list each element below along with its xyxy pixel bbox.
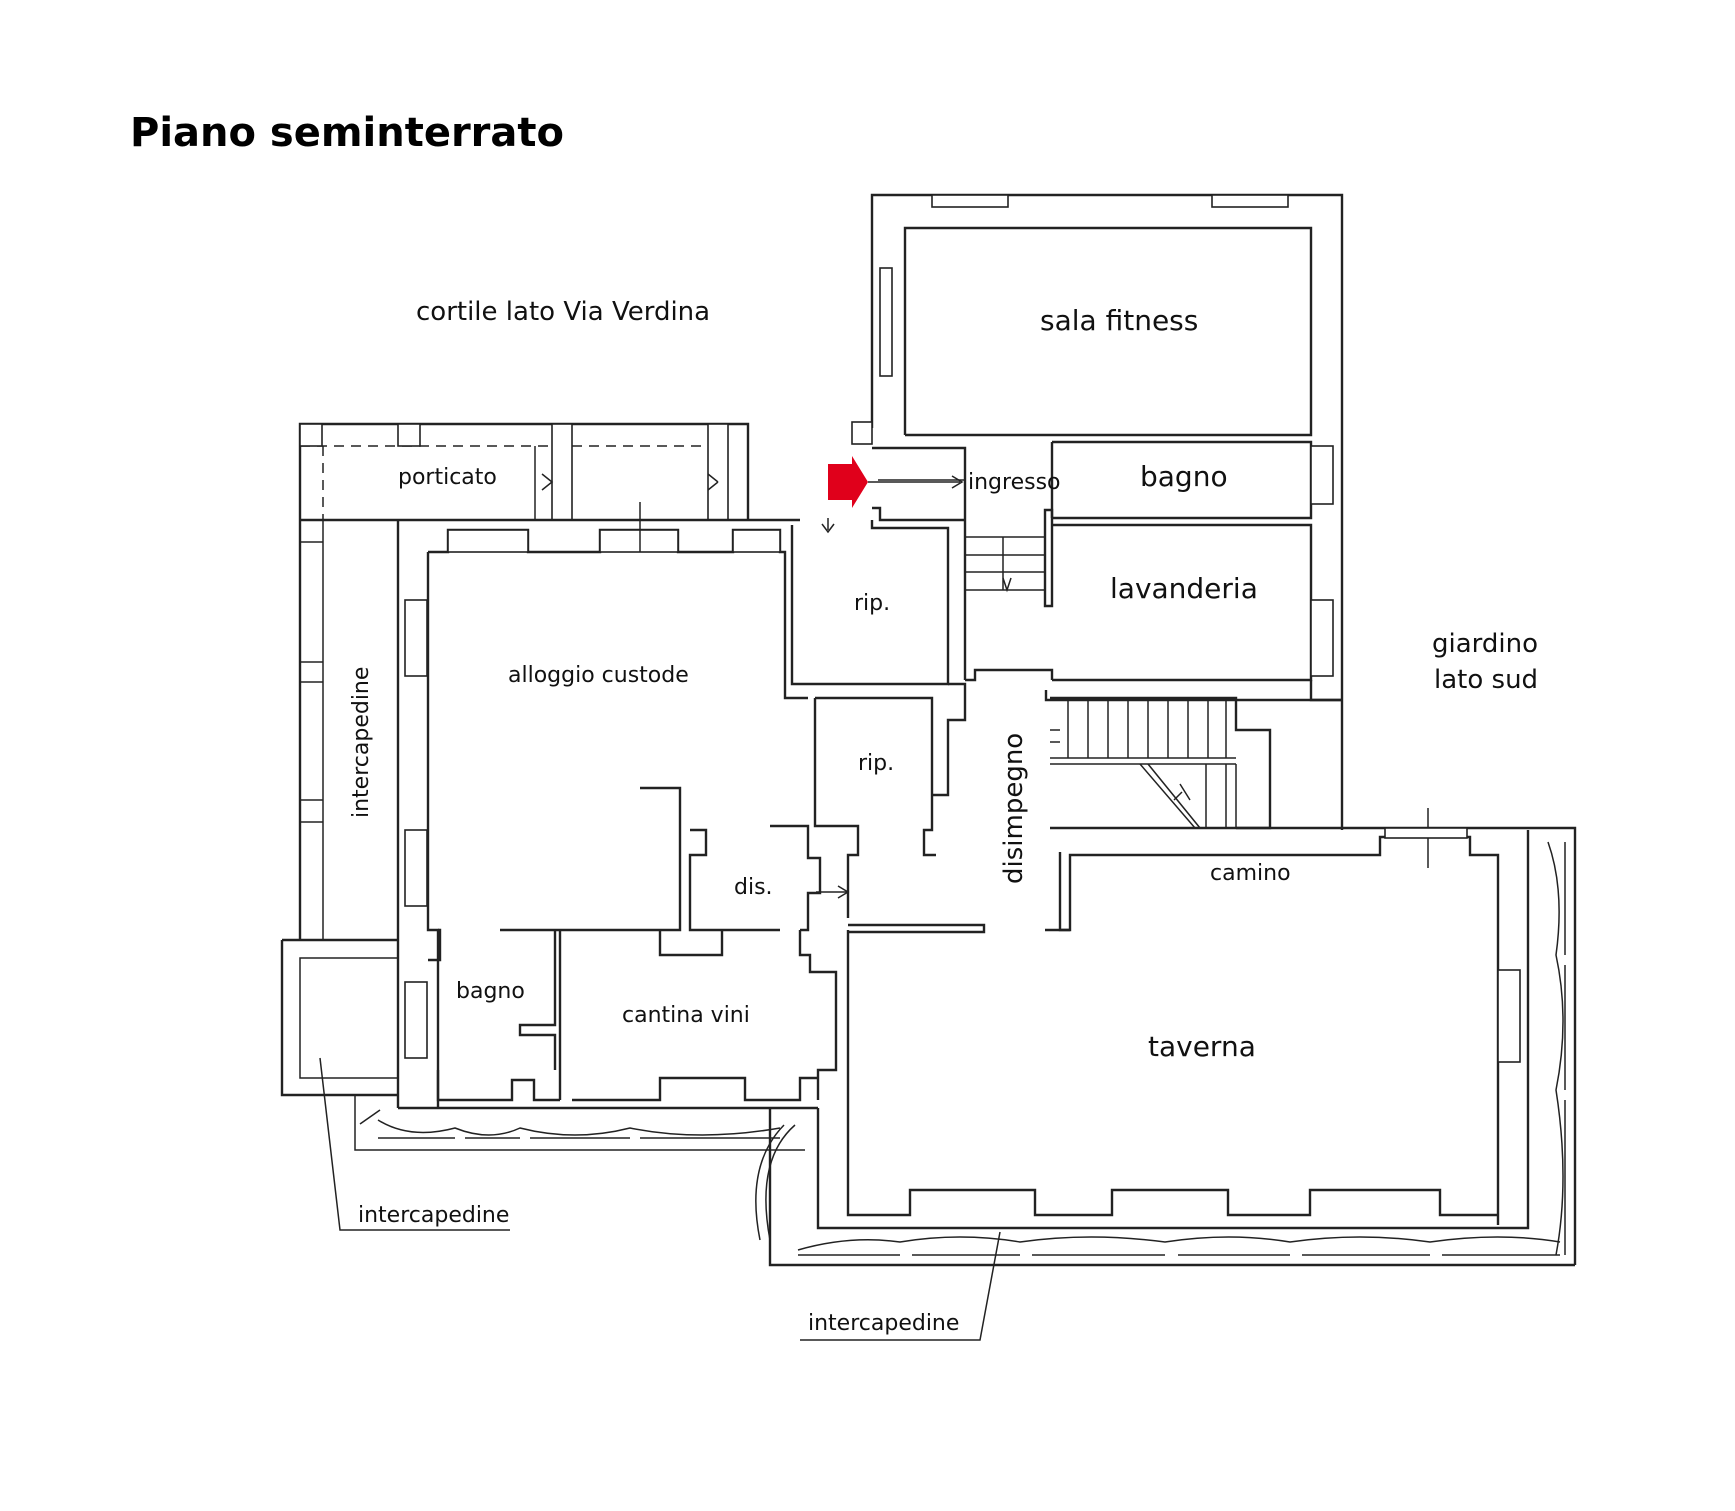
area-label-giardino-line2: lato sud: [1434, 665, 1538, 695]
room-labels: sala fitness ingresso bagno lavanderia p…: [349, 304, 1291, 1336]
room-label-ingresso: ingresso: [968, 470, 1061, 495]
room-label-alloggio-custode: alloggio custode: [508, 663, 689, 688]
room-label-intercapedine-bottom-left: intercapedine: [358, 1203, 509, 1228]
window: [1310, 599, 1334, 677]
area-labels: cortile lato Via Verdina giardino lato s…: [416, 297, 1538, 695]
room-label-intercapedine-bottom: intercapedine: [808, 1311, 959, 1336]
porticato-block: [298, 422, 800, 522]
north-block: [851, 193, 1344, 830]
window: [879, 267, 893, 377]
room-label-disimpegno: disimpegno: [999, 733, 1029, 884]
window: [1310, 445, 1334, 505]
window: [851, 421, 873, 445]
intercapedine-left-box: [280, 938, 818, 1231]
room-label-rip-upper: rip.: [854, 591, 890, 616]
area-label-giardino-line1: giardino: [1432, 629, 1538, 659]
room-label-camino: camino: [1210, 861, 1291, 886]
main-stair: [1050, 696, 1272, 830]
room-label-rip-lower: rip.: [858, 751, 894, 776]
room-label-dis: dis.: [734, 875, 773, 900]
window: [1211, 194, 1289, 208]
entrance-arrow-icon: [828, 456, 964, 508]
room-label-bagno-bottom: bagno: [456, 979, 525, 1004]
room-label-sala-fitness: sala fitness: [1040, 304, 1198, 337]
plan-title: Piano seminterrato: [130, 110, 564, 156]
room-label-bagno-top: bagno: [1140, 460, 1228, 493]
room-label-intercapedine-left: intercapedine: [349, 667, 374, 818]
window: [931, 194, 1009, 208]
room-label-lavanderia: lavanderia: [1110, 572, 1258, 605]
room-label-cantina-vini: cantina vini: [622, 1003, 750, 1028]
alloggio-block: [298, 502, 986, 1108]
room-label-porticato: porticato: [398, 465, 497, 490]
area-label-cortile: cortile lato Via Verdina: [416, 297, 710, 327]
taverna-block: [755, 808, 1577, 1341]
room-label-taverna: taverna: [1148, 1030, 1256, 1063]
